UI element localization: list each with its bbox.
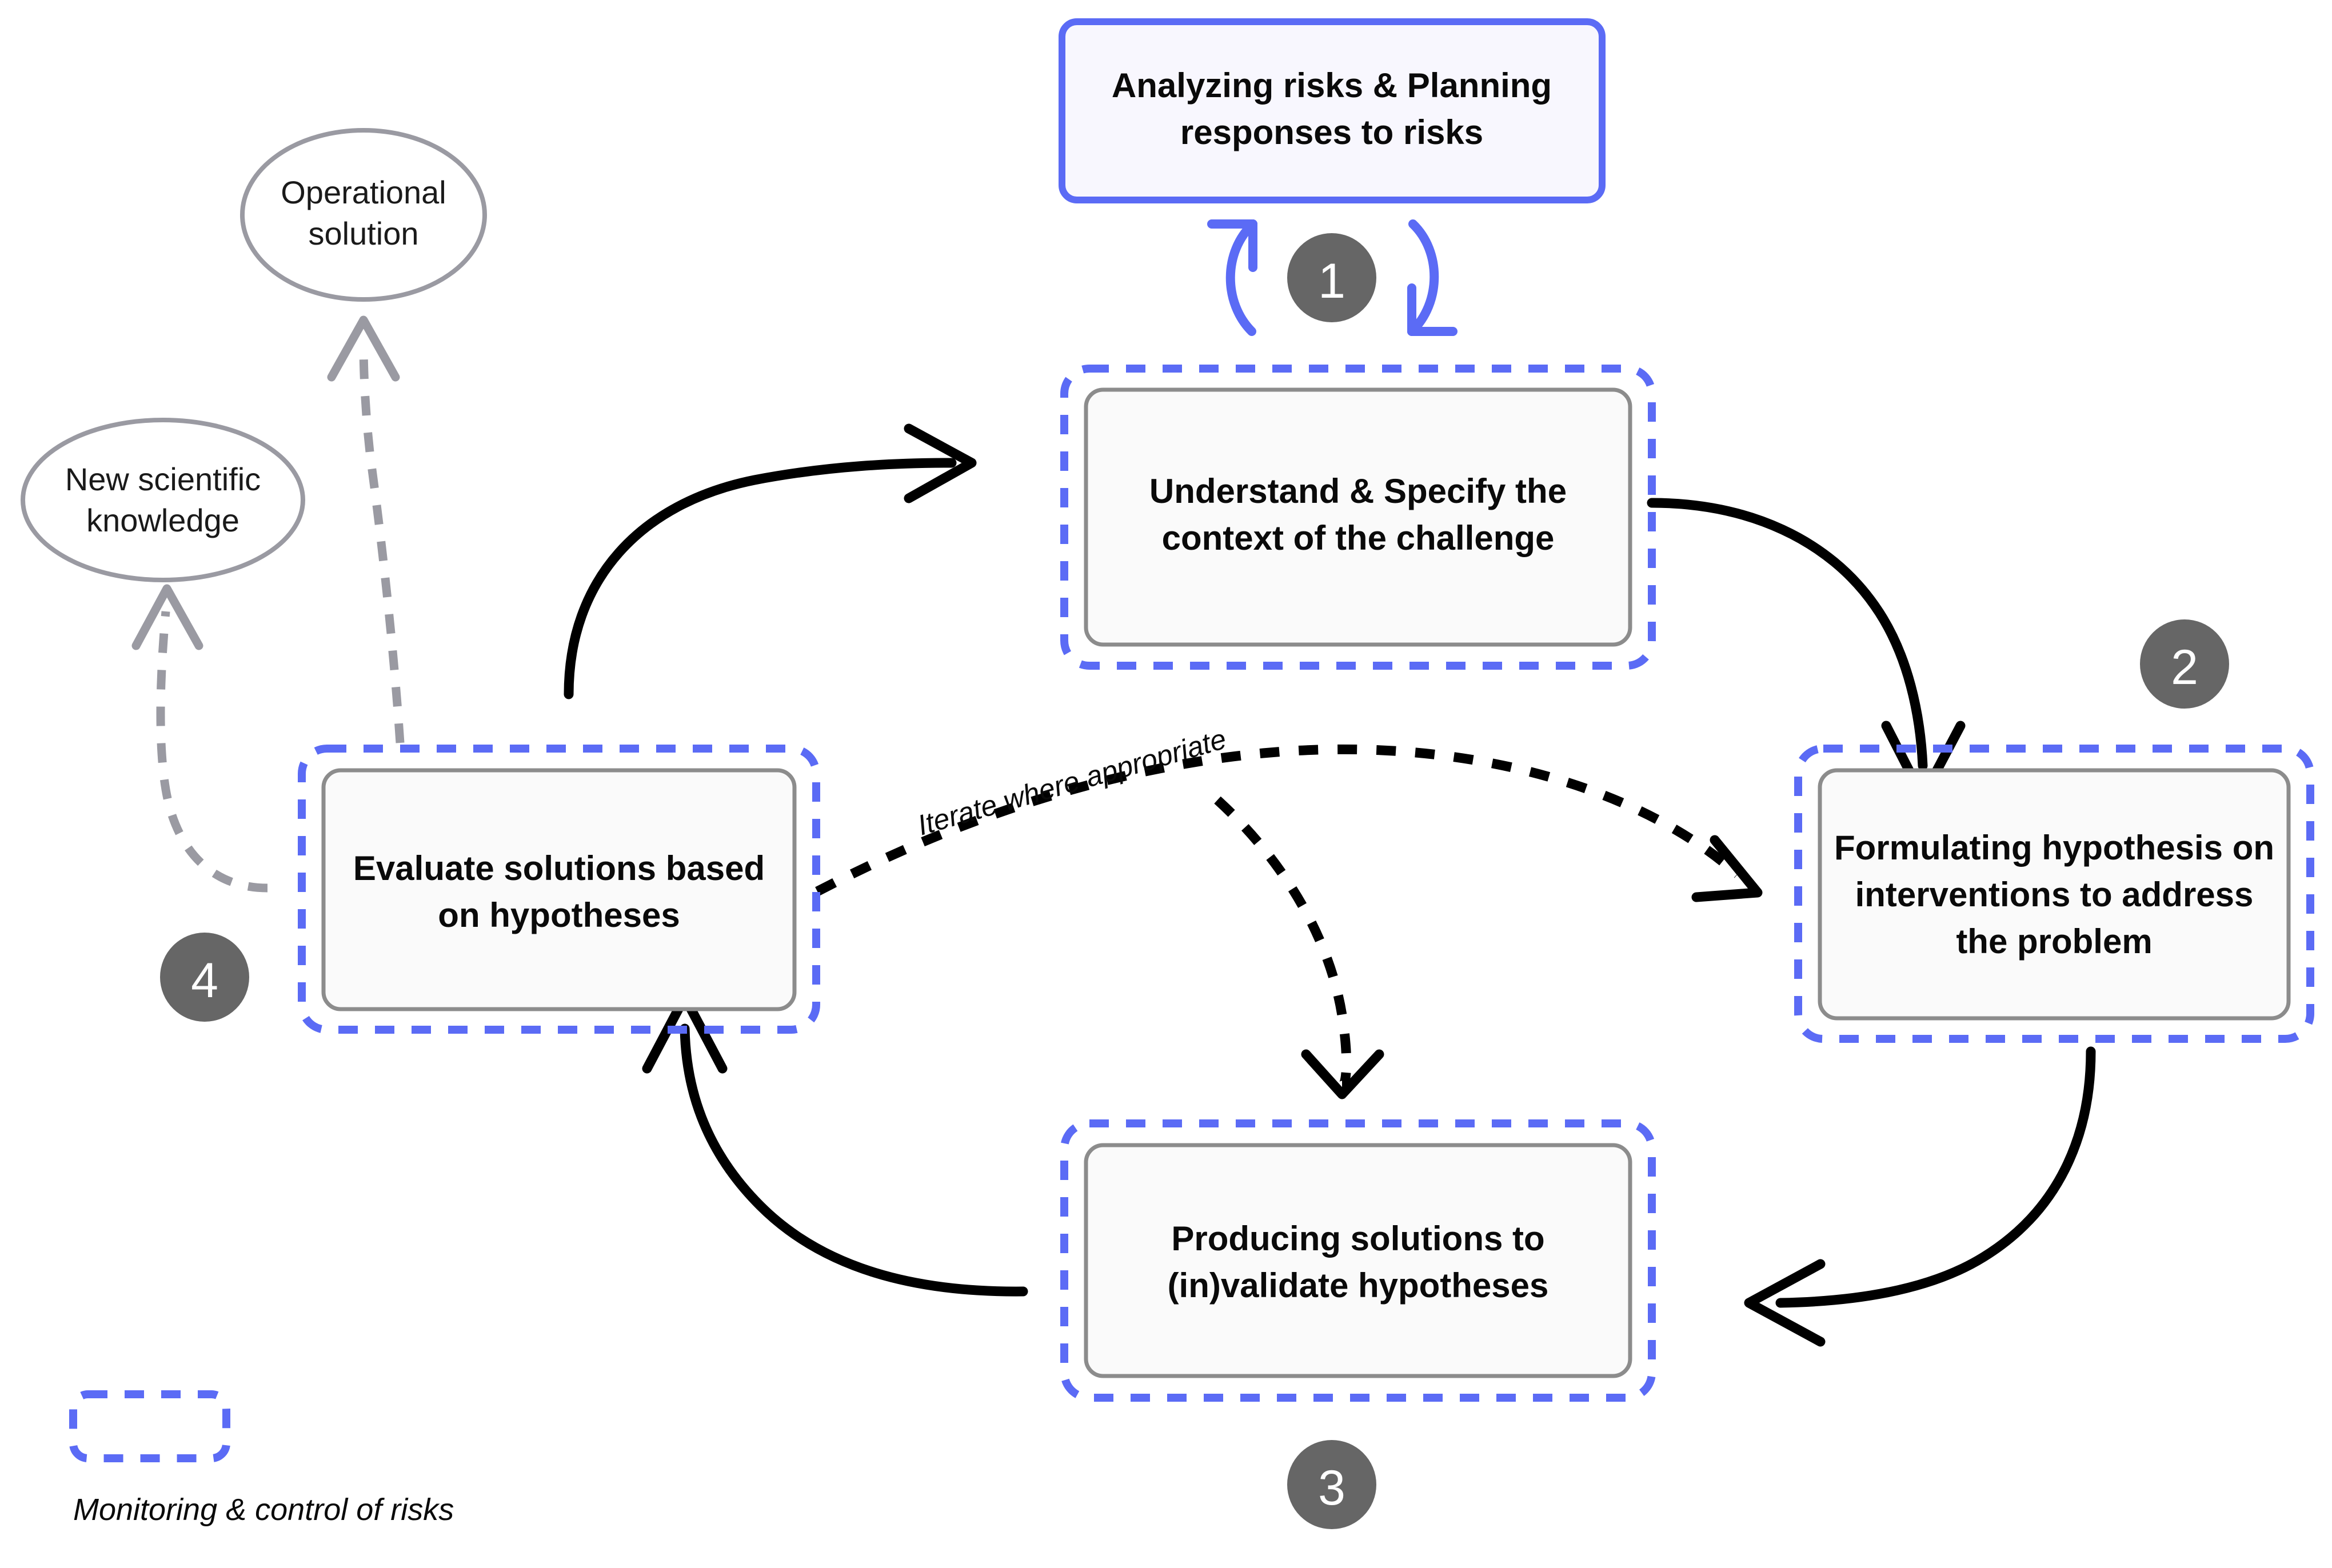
legend-label: Monitoring & control of risks bbox=[73, 1493, 454, 1527]
producing-box[interactable] bbox=[1084, 1143, 1632, 1378]
node-understand-specify[interactable]: Understand & Specify the context of the … bbox=[1060, 365, 1656, 670]
badge-4-circle bbox=[160, 933, 249, 1022]
node-formulating-hypothesis[interactable]: Formulating hypothesis on interventions … bbox=[1794, 745, 2314, 1043]
badge-1-circle bbox=[1287, 233, 1376, 322]
annotation-iterate: Iterate where appropriate bbox=[914, 723, 1229, 842]
badge-step-1: 1 bbox=[1287, 233, 1376, 322]
evaluate-box[interactable] bbox=[321, 768, 797, 1011]
arrow-evaluate-to-operational-solution bbox=[327, 315, 405, 743]
cycle-loop-icon bbox=[1207, 219, 1458, 336]
evaluate-monitoring-border bbox=[298, 745, 820, 1034]
badge-step-3: 3 bbox=[1287, 1440, 1376, 1529]
evaluate-line1: Evaluate solutions based bbox=[353, 849, 765, 887]
producing-line1: Producing solutions to bbox=[1171, 1219, 1544, 1258]
badge-3-label: 3 bbox=[1318, 1461, 1345, 1515]
understand-line2: context of the challenge bbox=[1162, 519, 1555, 557]
analyzing-risks-box[interactable] bbox=[1059, 18, 1606, 203]
producing-line2: (in)validate hypotheses bbox=[1168, 1266, 1549, 1305]
evaluate-line2: on hypotheses bbox=[438, 896, 680, 934]
analyzing-risks-line1: Analyzing risks & Planning bbox=[1112, 66, 1552, 105]
outcome-scientific-knowledge[interactable]: New scientific knowledge bbox=[21, 418, 305, 582]
analyzing-risks-line2: responses to risks bbox=[1180, 113, 1483, 151]
understand-line1: Understand & Specify the bbox=[1149, 472, 1567, 510]
scientific-knowledge-line1: New scientific bbox=[65, 461, 261, 497]
outcome-operational-solution[interactable]: Operational solution bbox=[240, 128, 487, 302]
arrow-iterate-to-producing bbox=[1214, 796, 1384, 1099]
badge-3-circle bbox=[1287, 1440, 1376, 1529]
iterate-label: Iterate where appropriate bbox=[914, 723, 1229, 842]
scientific-knowledge-line2: knowledge bbox=[86, 502, 239, 538]
scientific-knowledge-ellipse[interactable] bbox=[21, 418, 305, 582]
arrow-evaluate-to-scientific-knowledge bbox=[131, 584, 268, 893]
node-evaluate-solutions[interactable]: Evaluate solutions based on hypotheses bbox=[298, 745, 820, 1034]
formulating-line1: Formulating hypothesis on bbox=[1834, 829, 2274, 867]
arrow-formulating-to-producing bbox=[1744, 1046, 2096, 1347]
understand-box[interactable] bbox=[1084, 387, 1632, 647]
arrow-iterate-to-formulating bbox=[815, 744, 1763, 902]
arrow-evaluate-to-understand bbox=[564, 423, 977, 699]
badge-4-label: 4 bbox=[191, 953, 218, 1008]
understand-monitoring-border bbox=[1060, 365, 1656, 670]
operational-solution-line2: solution bbox=[308, 215, 418, 251]
formulating-box[interactable] bbox=[1818, 768, 2291, 1021]
producing-monitoring-border bbox=[1060, 1119, 1656, 1402]
badge-2-label: 2 bbox=[2171, 640, 2198, 695]
operational-solution-line1: Operational bbox=[281, 174, 446, 210]
legend-dashed-swatch-icon bbox=[69, 1390, 230, 1462]
operational-solution-ellipse[interactable] bbox=[240, 128, 487, 302]
node-analyzing-risks[interactable]: Analyzing risks & Planning responses to … bbox=[1059, 18, 1606, 203]
arrow-producing-to-evaluate bbox=[642, 992, 1028, 1297]
badge-step-4: 4 bbox=[160, 933, 249, 1022]
badge-2-circle bbox=[2140, 619, 2229, 709]
badge-step-2: 2 bbox=[2140, 619, 2229, 709]
formulating-line2: interventions to address bbox=[1855, 875, 2254, 914]
node-producing-solutions[interactable]: Producing solutions to (in)validate hypo… bbox=[1060, 1119, 1656, 1402]
badge-1-label: 1 bbox=[1318, 254, 1345, 309]
formulating-monitoring-border bbox=[1794, 745, 2314, 1043]
formulating-line3: the problem bbox=[1956, 922, 2152, 961]
legend: Monitoring & control of risks bbox=[69, 1390, 454, 1527]
